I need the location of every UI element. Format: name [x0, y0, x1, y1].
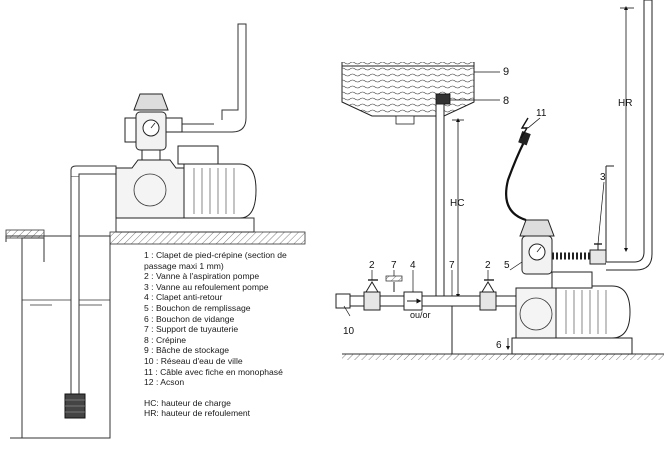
callout-10: 10: [343, 326, 355, 337]
legend-item: 7 : Support de tuyauterie: [144, 324, 239, 335]
legend-item: 9 : Bâche de stockage: [144, 345, 230, 356]
legend-item: 5 : Bouchon de remplissage: [144, 302, 251, 313]
legend-item: 6 : Bouchon de vidange: [144, 313, 235, 324]
suction-valve-right: [479, 291, 497, 311]
pipe-support: [385, 275, 403, 282]
legend-hc: HC: hauteur de charge: [144, 397, 231, 408]
legend-item: 10 : Réseau d'eau de ville: [144, 355, 243, 366]
pump-base-right: [511, 337, 633, 355]
legend-item: 2 : Vanne à l'aspiration pompe: [144, 271, 260, 282]
callout-5: 5: [504, 260, 510, 271]
legend-item: 4 : Clapet anti-retour: [144, 292, 223, 303]
storage-tank: [341, 62, 475, 117]
callout-2-right: 2: [485, 260, 491, 271]
pump-hydraulic-body-right: [515, 287, 557, 339]
legend-item: 3 : Vanne au refoulement pompe: [144, 281, 269, 292]
pump-motor-right: [555, 285, 631, 339]
power-cable: [505, 141, 527, 222]
legend-item: 11 : Câble avec fiche en monophasé: [144, 366, 283, 377]
callout-9: 9: [503, 66, 509, 78]
strainer: [435, 93, 451, 105]
legend-item: 8 : Crépine: [144, 334, 187, 345]
pump-motor: [183, 163, 257, 219]
suction-valve-left: [363, 291, 381, 311]
pump-hydraulic-body: [115, 159, 185, 219]
callout-4: 4: [410, 260, 416, 271]
callout-3: 3: [600, 172, 606, 183]
callout-hc: HC: [450, 198, 464, 209]
discharge-valve: [589, 249, 607, 265]
legend-hr: HR: hauteur de refoulement: [144, 408, 251, 419]
suction-pipe: [70, 175, 80, 395]
callout-11: 11: [536, 108, 547, 119]
callout-7-right: 7: [449, 260, 455, 271]
ground-slab: [109, 231, 306, 245]
legend-item: 1 : Clapet de pied-crépine (section de p…: [144, 250, 287, 271]
pump-base: [115, 217, 255, 233]
right-installation: 9 8 11 3 HR HC 2 7 4 7 2 5 10 ou/or 6: [335, 0, 664, 360]
left-installation: [5, 23, 306, 439]
callout-8: 8: [503, 95, 509, 107]
callout-6: 6: [496, 340, 502, 351]
legend-item: 12 : Acson: [144, 377, 185, 388]
callout-hr: HR: [618, 98, 632, 109]
callout-ou-or: ou/or: [410, 310, 431, 320]
callout-2-left: 2: [369, 260, 375, 271]
lightning-icon: [520, 117, 529, 139]
parts-legend: 1 : Clapet de pied-crépine (section de p…: [144, 250, 304, 419]
discharge-riser: [606, 0, 653, 271]
discharge-pipe: [212, 23, 247, 133]
callout-7-left: 7: [391, 260, 397, 271]
tank-outlet-pipe: [435, 103, 445, 301]
